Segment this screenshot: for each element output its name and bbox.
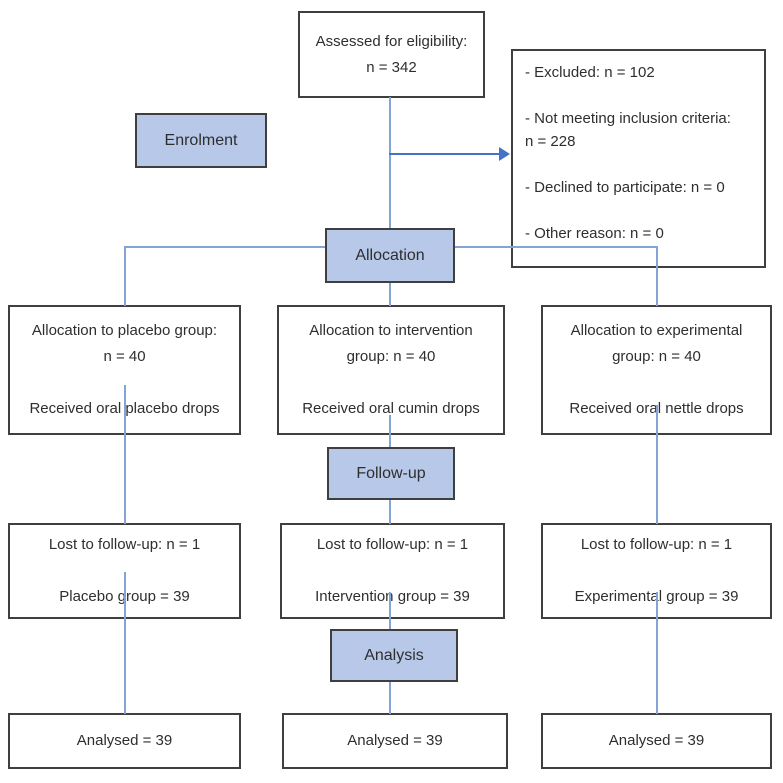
stage-label-allocation: Allocation <box>325 228 455 283</box>
connector-followup-to-lost <box>389 499 391 524</box>
allocation-placebo-box: Allocation to placebo group: n = 40 Rece… <box>8 305 241 435</box>
stage-label-analysis: Analysis <box>330 629 458 682</box>
connector-assessed-to-allocation <box>389 97 391 228</box>
analysed-intervention-box: Analysed = 39 <box>282 713 508 769</box>
lost-intervention-box: Lost to follow-up: n = 1 Intervention gr… <box>280 523 505 619</box>
allocation-intervention-box: Allocation to intervention group: n = 40… <box>277 305 505 435</box>
connector-intervention-to-followup <box>389 415 391 448</box>
analysed-placebo-box: Analysed = 39 <box>8 713 241 769</box>
connector-excluded-arrow-shaft <box>389 153 501 155</box>
connector-allocation-to-intervention <box>389 282 391 306</box>
connector-lost-to-analysed-right <box>656 592 658 714</box>
connector-lost-to-analysis <box>389 592 391 630</box>
stage-label-followup: Follow-up <box>327 447 455 500</box>
assessed-for-eligibility-box: Assessed for eligibility: n = 342 <box>298 11 485 98</box>
connector-placebo-to-lost <box>124 385 126 524</box>
connector-allocation-branch-left <box>124 246 326 248</box>
connector-lost-to-analysed-left <box>124 572 126 714</box>
excluded-arrowhead-icon <box>499 147 510 161</box>
connector-allocation-branch-right <box>454 246 658 248</box>
connector-experimental-to-lost <box>656 405 658 524</box>
allocation-experimental-box: Allocation to experimental group: n = 40… <box>541 305 772 435</box>
stage-label-enrolment: Enrolment <box>135 113 267 168</box>
connector-right-drop <box>656 247 658 306</box>
connector-left-drop <box>124 247 126 306</box>
connector-analysis-to-analysed <box>389 681 391 714</box>
excluded-box: - Excluded: n = 102 - Not meeting inclus… <box>511 49 766 268</box>
analysed-experimental-box: Analysed = 39 <box>541 713 772 769</box>
